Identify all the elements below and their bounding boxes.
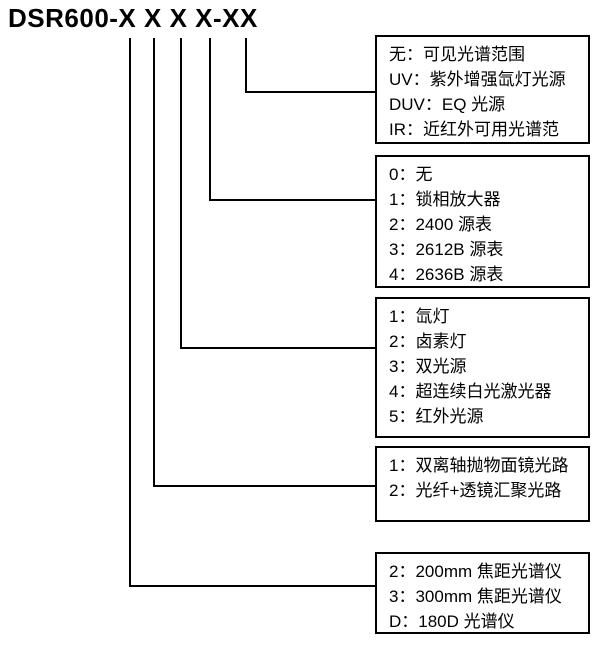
option-item: 4：超连续白光激光器 (389, 382, 552, 401)
option-item: 5：红外光源 (389, 407, 484, 426)
model-number-title: DSR600-X X X X-XX (8, 3, 258, 33)
connector-x1-to-spectrometer-box (129, 38, 375, 587)
option-item: 1：锁相放大器 (389, 190, 501, 209)
option-item: 3：300mm 焦距光谱仪 (389, 587, 562, 606)
connector-x4-to-accessory-box (209, 38, 375, 201)
option-item: 2：200mm 焦距光谱仪 (389, 562, 562, 581)
option-item: 0：无 (389, 165, 433, 184)
option-item: 4：2636B 源表 (389, 265, 504, 284)
spectral-range-options-box: 无：可见光谱范围 UV：紫外增强氙灯光源 DUV：EQ 光源 IR：近红外可用光谱范 (375, 35, 590, 144)
option-item: 3：2612B 源表 (389, 240, 504, 259)
option-item: 无：可见光谱范围 (389, 45, 525, 64)
option-item: 2：2400 源表 (389, 215, 492, 234)
option-item: 2：卤素灯 (389, 332, 467, 351)
accessory-options-box: 0：无 1：锁相放大器 2：2400 源表 3：2612B 源表 4：2636B 源表 (375, 155, 590, 288)
connector-x3-to-light-source-box (180, 38, 375, 349)
spectrometer-options-box: 2：200mm 焦距光谱仪 3：300mm 焦距光谱仪 D：180D 光谱仪 (375, 552, 590, 634)
optical-path-options-box: 1：双离轴抛物面镜光路 2：光纤+透镜汇聚光路 (375, 446, 590, 522)
option-item: DUV：EQ 光源 (389, 95, 506, 114)
option-item: 3：双光源 (389, 357, 467, 376)
option-item: UV：紫外增强氙灯光源 (389, 70, 566, 89)
light-source-options-box: 1：氙灯 2：卤素灯 3：双光源 4：超连续白光激光器 5：红外光源 (375, 297, 590, 438)
option-item: 2：光纤+透镜汇聚光路 (389, 481, 562, 500)
option-item: 1：氙灯 (389, 307, 450, 326)
connector-x2-to-optical-path-box (153, 38, 375, 487)
option-item: IR：近红外可用光谱范 (389, 120, 559, 139)
connector-suffix-to-spectral-range-box (245, 38, 375, 93)
option-item: 1：双离轴抛物面镜光路 (389, 456, 569, 475)
option-item: D：180D 光谱仪 (389, 612, 515, 631)
